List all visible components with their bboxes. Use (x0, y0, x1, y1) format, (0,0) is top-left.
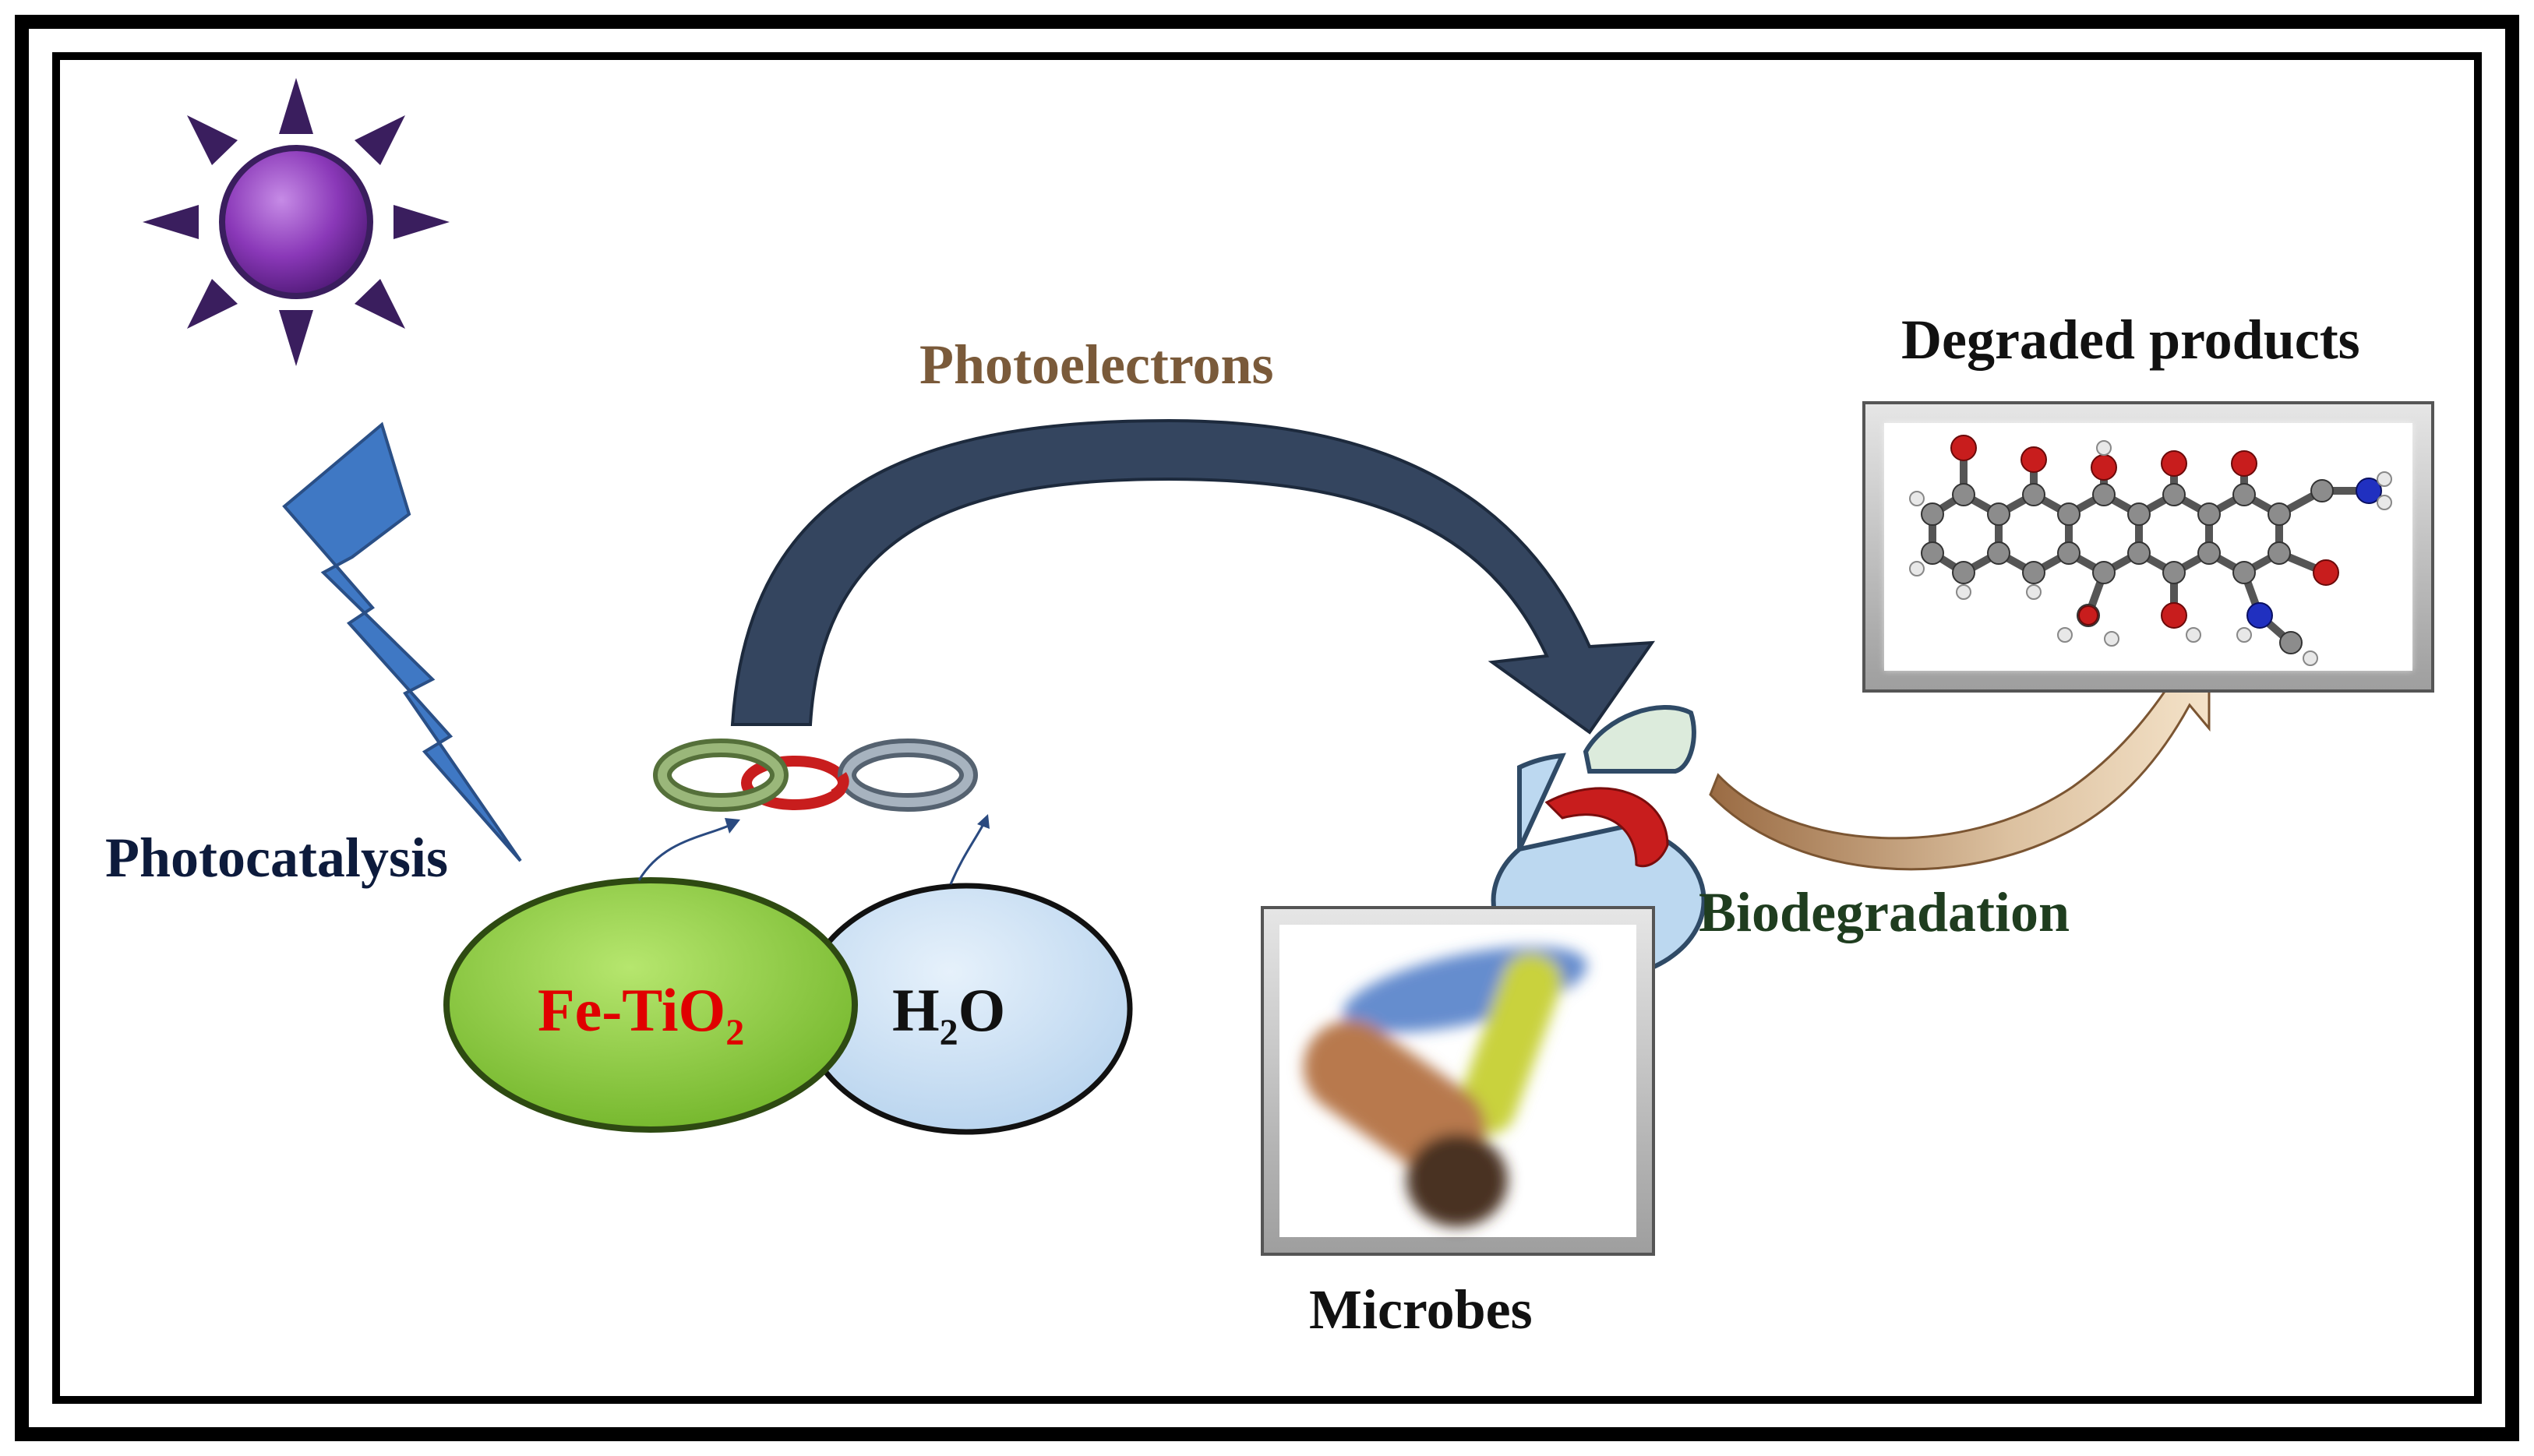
excitation-arrowhead (725, 818, 740, 834)
excitation-arrows (637, 823, 985, 885)
figure-frame (15, 15, 2519, 1441)
photoelectron-arrow (730, 418, 1656, 735)
water-label: H2O (892, 976, 1005, 1053)
biodegradation-label: Biodegradation (1699, 881, 2070, 943)
electron-rings-icon (653, 739, 978, 812)
photocatalysis-label: Photocatalysis (105, 827, 448, 889)
lightning-icon (282, 421, 522, 862)
catalyst-label: Fe-TiO2 (538, 976, 744, 1053)
degraded-products-label: Degraded products (1901, 308, 2360, 371)
sun-icon (143, 78, 450, 366)
microbes-image (1261, 906, 1655, 1256)
microbes-label: Microbes (1309, 1278, 1533, 1341)
catalyst-ellipse (443, 877, 858, 1133)
photoelectrons-label: Photoelectrons (919, 333, 1274, 396)
degraded-products-image (1862, 401, 2434, 693)
biodegradation-arrow (1709, 661, 2211, 871)
excitation-arrowhead (977, 814, 990, 829)
molecule-atoms (1909, 435, 2392, 666)
